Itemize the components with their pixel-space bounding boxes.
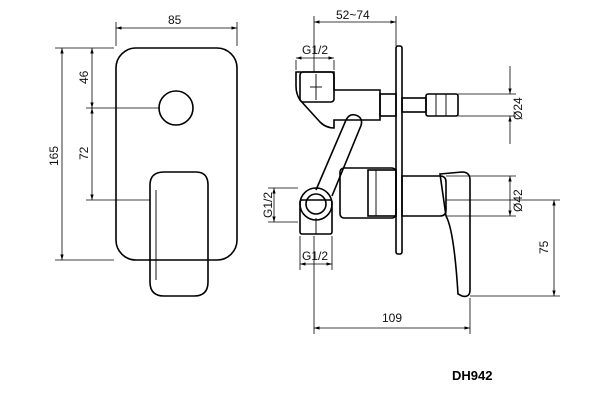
front-view: 85 165 46 72 (47, 13, 238, 297)
total-depth-dimension: 109 (382, 311, 402, 325)
top-elbow-nut (299, 71, 335, 103)
lower-inlet-coupling (299, 187, 333, 221)
escutcheon-diameter-dimension: Ø42 (511, 189, 525, 212)
pipe-diameter-dimension: Ø24 (511, 97, 525, 120)
side-view: 52~74 G1/2 G1/2 G1/2 Ø24 (261, 8, 560, 334)
thread-bottom-dimension: G1/2 (302, 249, 328, 263)
height-dimension: 165 (47, 146, 61, 166)
lower-body-cartridge (367, 169, 397, 217)
top-elbow (295, 71, 381, 129)
model-code: DH942 (452, 368, 493, 383)
depth-range-dimension: 52~74 (336, 8, 370, 22)
upper-dimension: 46 (77, 70, 91, 84)
upper-pipe (379, 93, 397, 117)
width-dimension: 85 (168, 13, 182, 27)
diverter-knob (158, 90, 194, 126)
upper-pipe-thru (401, 97, 427, 113)
mid-dimension: 72 (77, 146, 91, 160)
escutcheon (401, 175, 447, 217)
wall-plate (395, 45, 403, 255)
diverter-cap (425, 93, 459, 117)
side-lever (439, 171, 471, 298)
thread-top-dimension: G1/2 (302, 43, 328, 57)
thread-side-dimension: G1/2 (261, 192, 275, 218)
lever-height-dimension: 75 (537, 240, 551, 254)
diagonal-pipe (315, 113, 363, 197)
cover-plate (115, 47, 238, 261)
lever-handle (149, 171, 209, 297)
